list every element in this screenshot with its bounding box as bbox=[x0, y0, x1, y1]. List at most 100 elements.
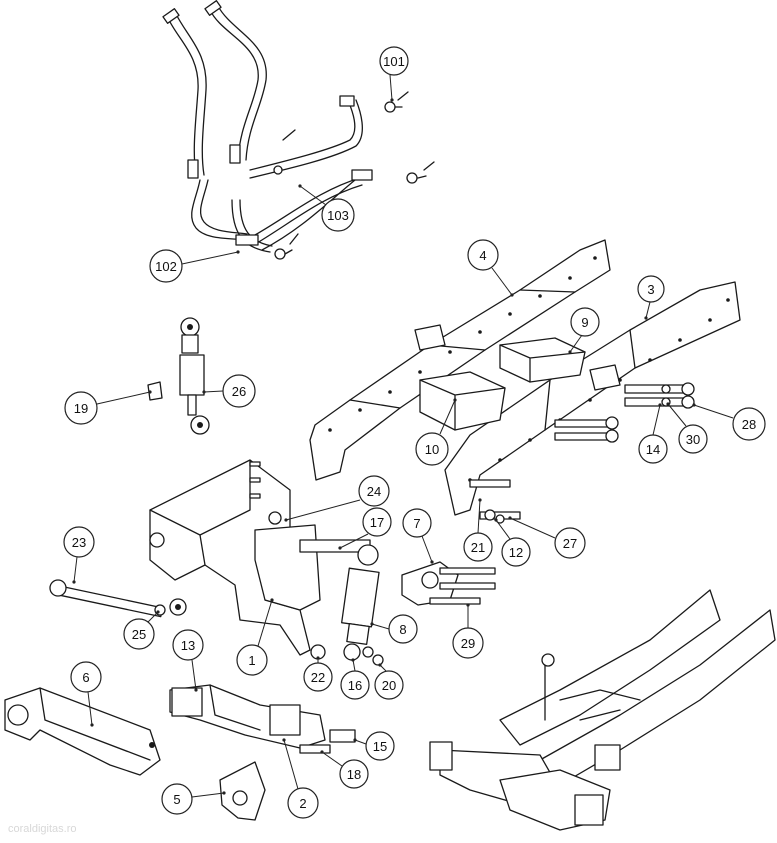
callout-circle bbox=[358, 475, 390, 507]
leader-arrow-24 bbox=[284, 518, 288, 522]
part-7-pivot-block bbox=[401, 561, 496, 606]
callout-label: 29 bbox=[461, 636, 475, 651]
leader-line-24 bbox=[285, 499, 361, 521]
callout-circle bbox=[287, 787, 319, 819]
leader-line-30 bbox=[667, 403, 687, 427]
callout-label: 103 bbox=[327, 208, 349, 223]
callout-circle bbox=[570, 307, 600, 337]
callout-3: 3 bbox=[637, 275, 665, 303]
leader-line-7 bbox=[421, 535, 433, 563]
leader-line-4 bbox=[491, 267, 513, 296]
leader-line-15 bbox=[354, 739, 367, 745]
callout-label: 25 bbox=[132, 627, 146, 642]
callout-circle bbox=[467, 239, 499, 271]
callout-circle bbox=[365, 731, 395, 761]
callout-circle bbox=[452, 627, 484, 659]
callout-circle bbox=[70, 661, 102, 693]
callout-label: 3 bbox=[647, 282, 654, 297]
callout-8: 8 bbox=[388, 614, 418, 644]
callout-21: 21 bbox=[463, 532, 493, 562]
callout-102: 102 bbox=[149, 249, 183, 283]
callout-6: 6 bbox=[70, 661, 102, 693]
callout-label: 16 bbox=[348, 678, 362, 693]
leader-arrow-13 bbox=[194, 688, 198, 692]
rail-hole bbox=[528, 438, 532, 442]
callout-circle bbox=[172, 629, 204, 661]
rail-hole bbox=[726, 298, 730, 302]
part-19-bracket bbox=[147, 381, 163, 401]
callout-label: 7 bbox=[413, 516, 420, 531]
rail-hole bbox=[593, 256, 597, 260]
leader-line-27 bbox=[509, 517, 556, 539]
callout-24: 24 bbox=[358, 475, 390, 507]
leader-arrow-14 bbox=[658, 403, 662, 407]
callout-circle bbox=[379, 46, 409, 76]
callout-circle bbox=[678, 424, 708, 454]
callout-label: 21 bbox=[471, 540, 485, 555]
leader-arrow-12 bbox=[494, 518, 498, 522]
callout-29: 29 bbox=[452, 627, 484, 659]
leader-line-8 bbox=[371, 623, 390, 630]
part-8-shock-absorber bbox=[341, 567, 384, 666]
callout-circle bbox=[339, 759, 369, 789]
callout-circle bbox=[374, 670, 404, 700]
hydraulic-hoses bbox=[162, 0, 435, 260]
callout-label: 4 bbox=[479, 248, 486, 263]
leader-arrow-103 bbox=[298, 184, 302, 188]
part-13-2-suspension-arm bbox=[169, 684, 356, 754]
leader-arrow-102 bbox=[236, 250, 240, 254]
callout-label: 13 bbox=[181, 638, 195, 653]
leader-arrow-17 bbox=[338, 546, 342, 550]
rail-hole bbox=[328, 428, 332, 432]
leader-arrow-22 bbox=[316, 656, 320, 660]
leader-arrow-4 bbox=[510, 293, 514, 297]
callout-circle bbox=[554, 527, 586, 559]
frame-rail-4 bbox=[309, 239, 611, 481]
callout-circle bbox=[415, 432, 449, 466]
watermark: coraldigitas.ro bbox=[8, 823, 76, 835]
leader-line-13 bbox=[191, 659, 197, 691]
bolts-21-12-27 bbox=[469, 479, 521, 524]
leader-arrow-10 bbox=[453, 398, 457, 402]
bolts-28-30-14 bbox=[554, 382, 695, 443]
callout-101: 101 bbox=[379, 46, 409, 76]
leader-arrow-8 bbox=[370, 622, 374, 626]
leader-arrow-19 bbox=[148, 390, 152, 394]
callout-9: 9 bbox=[570, 307, 600, 337]
part-17-pin bbox=[299, 539, 379, 566]
callout-label: 2 bbox=[299, 796, 306, 811]
leader-arrow-6 bbox=[90, 723, 94, 727]
leader-line-21 bbox=[477, 499, 481, 534]
callout-13: 13 bbox=[172, 629, 204, 661]
leader-line-5 bbox=[191, 792, 225, 798]
callout-label: 9 bbox=[581, 315, 588, 330]
callout-16: 16 bbox=[340, 670, 370, 700]
callout-label: 30 bbox=[686, 432, 700, 447]
callout-label: 22 bbox=[311, 670, 325, 685]
callout-1: 1 bbox=[236, 644, 268, 676]
callout-10: 10 bbox=[415, 432, 449, 466]
leader-arrow-16 bbox=[351, 658, 355, 662]
callout-circle bbox=[362, 507, 392, 537]
callout-label: 28 bbox=[742, 417, 756, 432]
callout-5: 5 bbox=[161, 783, 193, 815]
callout-circle bbox=[340, 670, 370, 700]
leader-arrow-30 bbox=[666, 402, 670, 406]
callout-circle bbox=[64, 391, 98, 425]
leader-arrow-18 bbox=[320, 750, 324, 754]
leader-line-3 bbox=[645, 301, 651, 319]
leader-line-28 bbox=[693, 404, 734, 419]
rail-hole bbox=[618, 378, 622, 382]
callout-label: 19 bbox=[74, 401, 88, 416]
leader-line-12 bbox=[495, 519, 511, 540]
callout-15: 15 bbox=[365, 731, 395, 761]
callout-circle bbox=[321, 198, 355, 232]
callout-circle bbox=[388, 614, 418, 644]
part-26-lift-cylinder bbox=[179, 317, 210, 435]
leader-arrow-2 bbox=[282, 738, 286, 742]
callout-circle bbox=[501, 537, 531, 567]
leader-line-18 bbox=[321, 751, 343, 767]
